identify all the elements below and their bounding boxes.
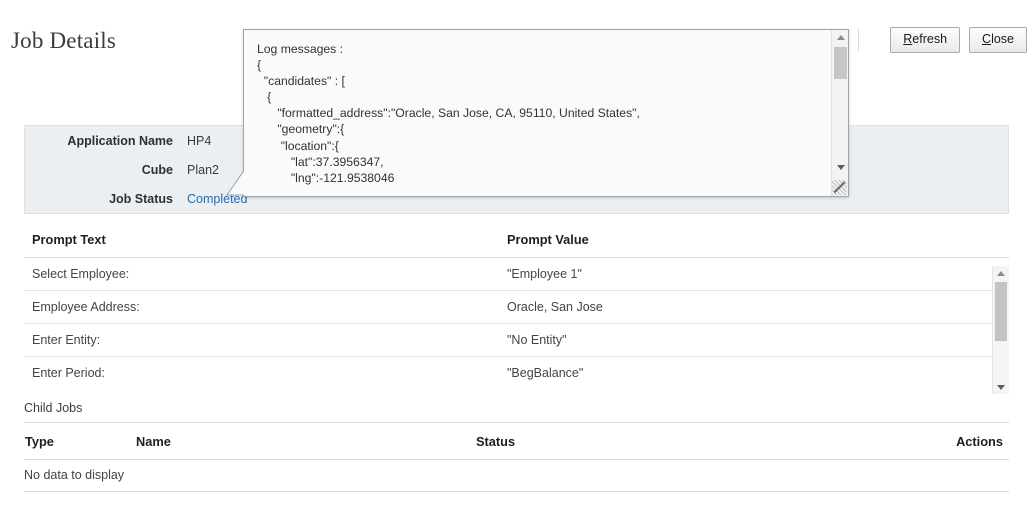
log-line: { (257, 58, 262, 73)
detail-row-job-status: Job Status Completed (25, 184, 1008, 213)
log-messages-content[interactable]: Log messages : { "candidates" : [ { "for… (244, 30, 831, 196)
log-line: "lat":37.3956347, (257, 154, 384, 169)
column-header-actions: Actions (956, 434, 1003, 449)
prompt-table-header: Prompt Text Prompt Value (24, 228, 1009, 258)
prompt-table-scrollbar[interactable] (992, 266, 1009, 394)
refresh-label-rest: efresh (912, 32, 948, 46)
log-line: "geometry":{ (257, 122, 345, 137)
table-row[interactable]: Employee Address: Oracle, San Jose (24, 291, 1009, 324)
close-access-key: C (982, 32, 992, 46)
cell-prompt-text: Select Employee: (32, 267, 130, 281)
cell-prompt-value: "Employee 1" (507, 267, 582, 281)
toolbar: ? Refresh Close (818, 27, 1027, 53)
column-header-status: Status (476, 434, 516, 449)
detail-row-application-name: Application Name HP4 (25, 126, 1008, 155)
detail-label-job-status: Job Status (109, 191, 173, 206)
refresh-button[interactable]: Refresh (890, 27, 961, 53)
cell-prompt-value: Oracle, San Jose (507, 300, 603, 314)
close-label-rest: lose (991, 32, 1014, 46)
scroll-down-arrow-icon[interactable] (832, 160, 849, 175)
detail-value-application-name: HP4 (187, 133, 212, 148)
column-header-prompt-text: Prompt Text (32, 232, 106, 247)
scroll-up-arrow-icon[interactable] (832, 30, 849, 45)
child-jobs-divider (24, 422, 1009, 423)
scroll-down-arrow-icon[interactable] (993, 380, 1009, 394)
prompt-table-body: Select Employee: "Employee 1" Employee A… (24, 258, 1009, 386)
scrollbar-thumb[interactable] (995, 282, 1007, 341)
scroll-up-arrow-icon[interactable] (993, 266, 1009, 280)
cell-prompt-text: Enter Entity: (32, 333, 101, 347)
log-popup-scrollbar[interactable] (831, 30, 848, 196)
column-header-prompt-value: Prompt Value (507, 232, 589, 247)
detail-value-cube: Plan2 (187, 162, 219, 177)
cell-prompt-value: "BegBalance" (507, 366, 584, 380)
resize-grip-icon[interactable] (832, 180, 847, 195)
child-jobs-empty-message: No data to display (24, 460, 1009, 492)
close-button[interactable]: Close (969, 27, 1027, 53)
cell-prompt-value: "No Entity" (507, 333, 567, 347)
log-line: "candidates" : [ (257, 74, 345, 89)
log-line: "location":{ (257, 138, 339, 153)
cell-prompt-text: Employee Address: (32, 300, 140, 314)
table-row[interactable]: Enter Period: "BegBalance" (24, 357, 1009, 386)
log-line: "lng":-121.9538046 (257, 170, 395, 185)
scrollbar-thumb[interactable] (834, 47, 847, 79)
log-line: { (257, 90, 272, 105)
detail-row-cube: Cube Plan2 (25, 155, 1008, 184)
cell-prompt-text: Enter Period: (32, 366, 105, 380)
child-jobs-table-header: Type Name Status Actions (24, 430, 1009, 460)
log-line: "formatted_address":"Oracle, San Jose, C… (257, 106, 640, 121)
prompt-table: Prompt Text Prompt Value Select Employee… (24, 228, 1009, 394)
page-title: Job Details (11, 28, 117, 53)
child-jobs-table: Type Name Status Actions No data to disp… (24, 430, 1009, 492)
column-header-name: Name (136, 434, 171, 449)
log-messages-popup: Log messages : { "candidates" : [ { "for… (226, 29, 849, 197)
refresh-access-key: R (903, 32, 913, 46)
detail-label-application-name: Application Name (67, 133, 173, 148)
toolbar-divider (858, 28, 860, 51)
detail-label-cube: Cube (141, 162, 173, 177)
table-row[interactable]: Enter Entity: "No Entity" (24, 324, 1009, 357)
table-row[interactable]: Select Employee: "Employee 1" (24, 258, 1009, 291)
popup-callout-tail (226, 169, 245, 197)
child-jobs-section-label: Child Jobs (24, 401, 83, 415)
column-header-type: Type (25, 434, 54, 449)
log-line: Log messages : (257, 42, 344, 56)
